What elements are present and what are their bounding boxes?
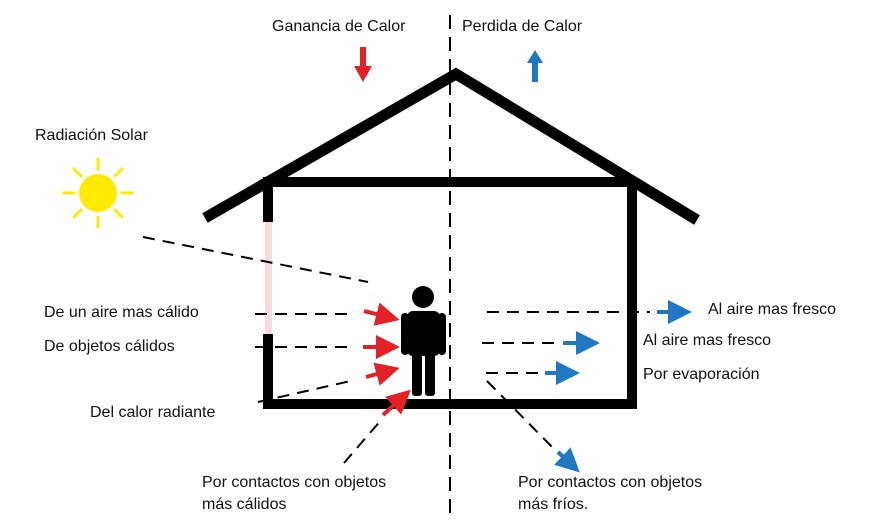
warm-contact-arrow [381,389,411,417]
house [202,67,700,409]
cool-contact-arrow [554,447,580,473]
roof [202,67,700,225]
solar-radiation-label: Radiación Solar [35,127,148,144]
loss-header-label: Perdida de Calor [462,18,583,35]
cool-air-inner-label: Al aire mas fresco [643,332,772,349]
cool-contact-line [486,380,558,453]
cool-air-outer-label: Al aire mas fresco [708,301,837,318]
cool-contact-label-line1: Por contactos con objetos [518,474,703,491]
gain-header-label: Ganancia de Calor [272,18,406,35]
warm-contact-label-line2: más cálidos [202,496,287,513]
warm-contact-line [343,418,383,464]
warm-contact-label-line1: Por contactos con objetos [202,474,387,491]
radiant-label: Del calor radiante [90,404,216,421]
warm-air-arrow [363,302,400,326]
person-icon [401,286,446,396]
solar-ray-line [142,236,369,283]
cool-contact-label-line2: más fríos. [518,496,589,513]
warm-air-label: De un aire mas cálido [44,304,199,321]
evaporation-label: Por evaporación [643,366,760,383]
arrow-down-icon [354,47,372,82]
warm-objects-label: De objetos cálidos [44,338,175,355]
window [265,222,272,334]
arrow-up-icon [527,50,543,82]
radiant-arrow [365,362,400,386]
sun-icon [62,157,134,229]
radiant-line [257,379,356,403]
